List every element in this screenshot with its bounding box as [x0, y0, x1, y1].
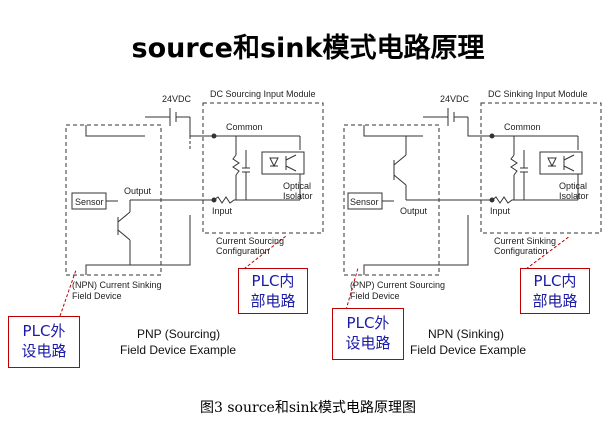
- left-config-line1: Current Sourcing: [216, 236, 284, 246]
- right-device-line1: (PNP) Current Sourcing: [350, 280, 445, 290]
- right-config-line2: Configuration: [494, 246, 548, 256]
- right-diagram: [343, 102, 602, 276]
- left-common-label: Common: [226, 122, 263, 132]
- left-sensor-label: Sensor: [75, 197, 104, 207]
- right-config-line1: Current Sinking: [494, 236, 556, 246]
- right-plc-external-line2: 设电路: [345, 334, 391, 352]
- right-plc-internal-callout: PLC内 部电路: [520, 268, 590, 314]
- left-plc-external-line2: 设电路: [21, 342, 67, 360]
- left-plc-internal-line1: PLC内: [251, 272, 295, 290]
- right-sensor-label: Sensor: [350, 197, 379, 207]
- figure-caption: 图3 source和sink模式电路原理图: [200, 400, 416, 416]
- right-example-line1: NPN (Sinking): [428, 327, 504, 341]
- right-example-line2: Field Device Example: [410, 343, 526, 357]
- left-device-line1: (NPN) Current Sinking: [72, 280, 162, 290]
- left-plc-external-line1: PLC外: [22, 322, 66, 340]
- left-isolator-label: Isolator: [283, 191, 313, 201]
- right-output-label: Output: [400, 206, 428, 216]
- right-optical-label: Optical: [559, 181, 587, 191]
- right-module-label: DC Sinking Input Module: [488, 89, 588, 99]
- right-common-label: Common: [504, 122, 541, 132]
- left-example-line1: PNP (Sourcing): [137, 327, 220, 341]
- right-plc-internal-line2: 部电路: [532, 292, 578, 310]
- right-plc-external-callout: PLC外 设电路: [332, 308, 404, 360]
- left-diagram: [65, 102, 324, 276]
- left-config-line2: Configuration: [216, 246, 270, 256]
- right-plc-external-line1: PLC外: [346, 314, 390, 332]
- right-isolator-label: Isolator: [559, 191, 589, 201]
- left-output-label: Output: [124, 186, 152, 196]
- left-example-line2: Field Device Example: [120, 343, 236, 357]
- left-plc-internal-line2: 部电路: [250, 292, 296, 310]
- page-title: source和sink模式电路原理: [131, 33, 485, 64]
- right-supply-label: 24VDC: [440, 94, 470, 104]
- right-device-line2: Field Device: [350, 291, 400, 301]
- right-input-label: Input: [490, 206, 511, 216]
- right-plc-internal-line1: PLC内: [533, 272, 577, 290]
- right-optical-isolator: [539, 151, 583, 175]
- left-optical-label: Optical: [283, 181, 311, 191]
- left-module-label: DC Sourcing Input Module: [210, 89, 316, 99]
- right-pointer-lines: [345, 235, 571, 311]
- left-input-label: Input: [212, 206, 233, 216]
- left-device-line2: Field Device: [72, 291, 122, 301]
- left-input-module-box: [202, 102, 324, 234]
- left-pointer-lines: [59, 235, 287, 317]
- left-supply-label: 24VDC: [162, 94, 192, 104]
- right-input-module-box: [480, 102, 602, 234]
- left-plc-internal-callout: PLC内 部电路: [238, 268, 308, 314]
- left-optical-isolator: [261, 151, 305, 175]
- left-plc-external-callout: PLC外 设电路: [8, 316, 80, 368]
